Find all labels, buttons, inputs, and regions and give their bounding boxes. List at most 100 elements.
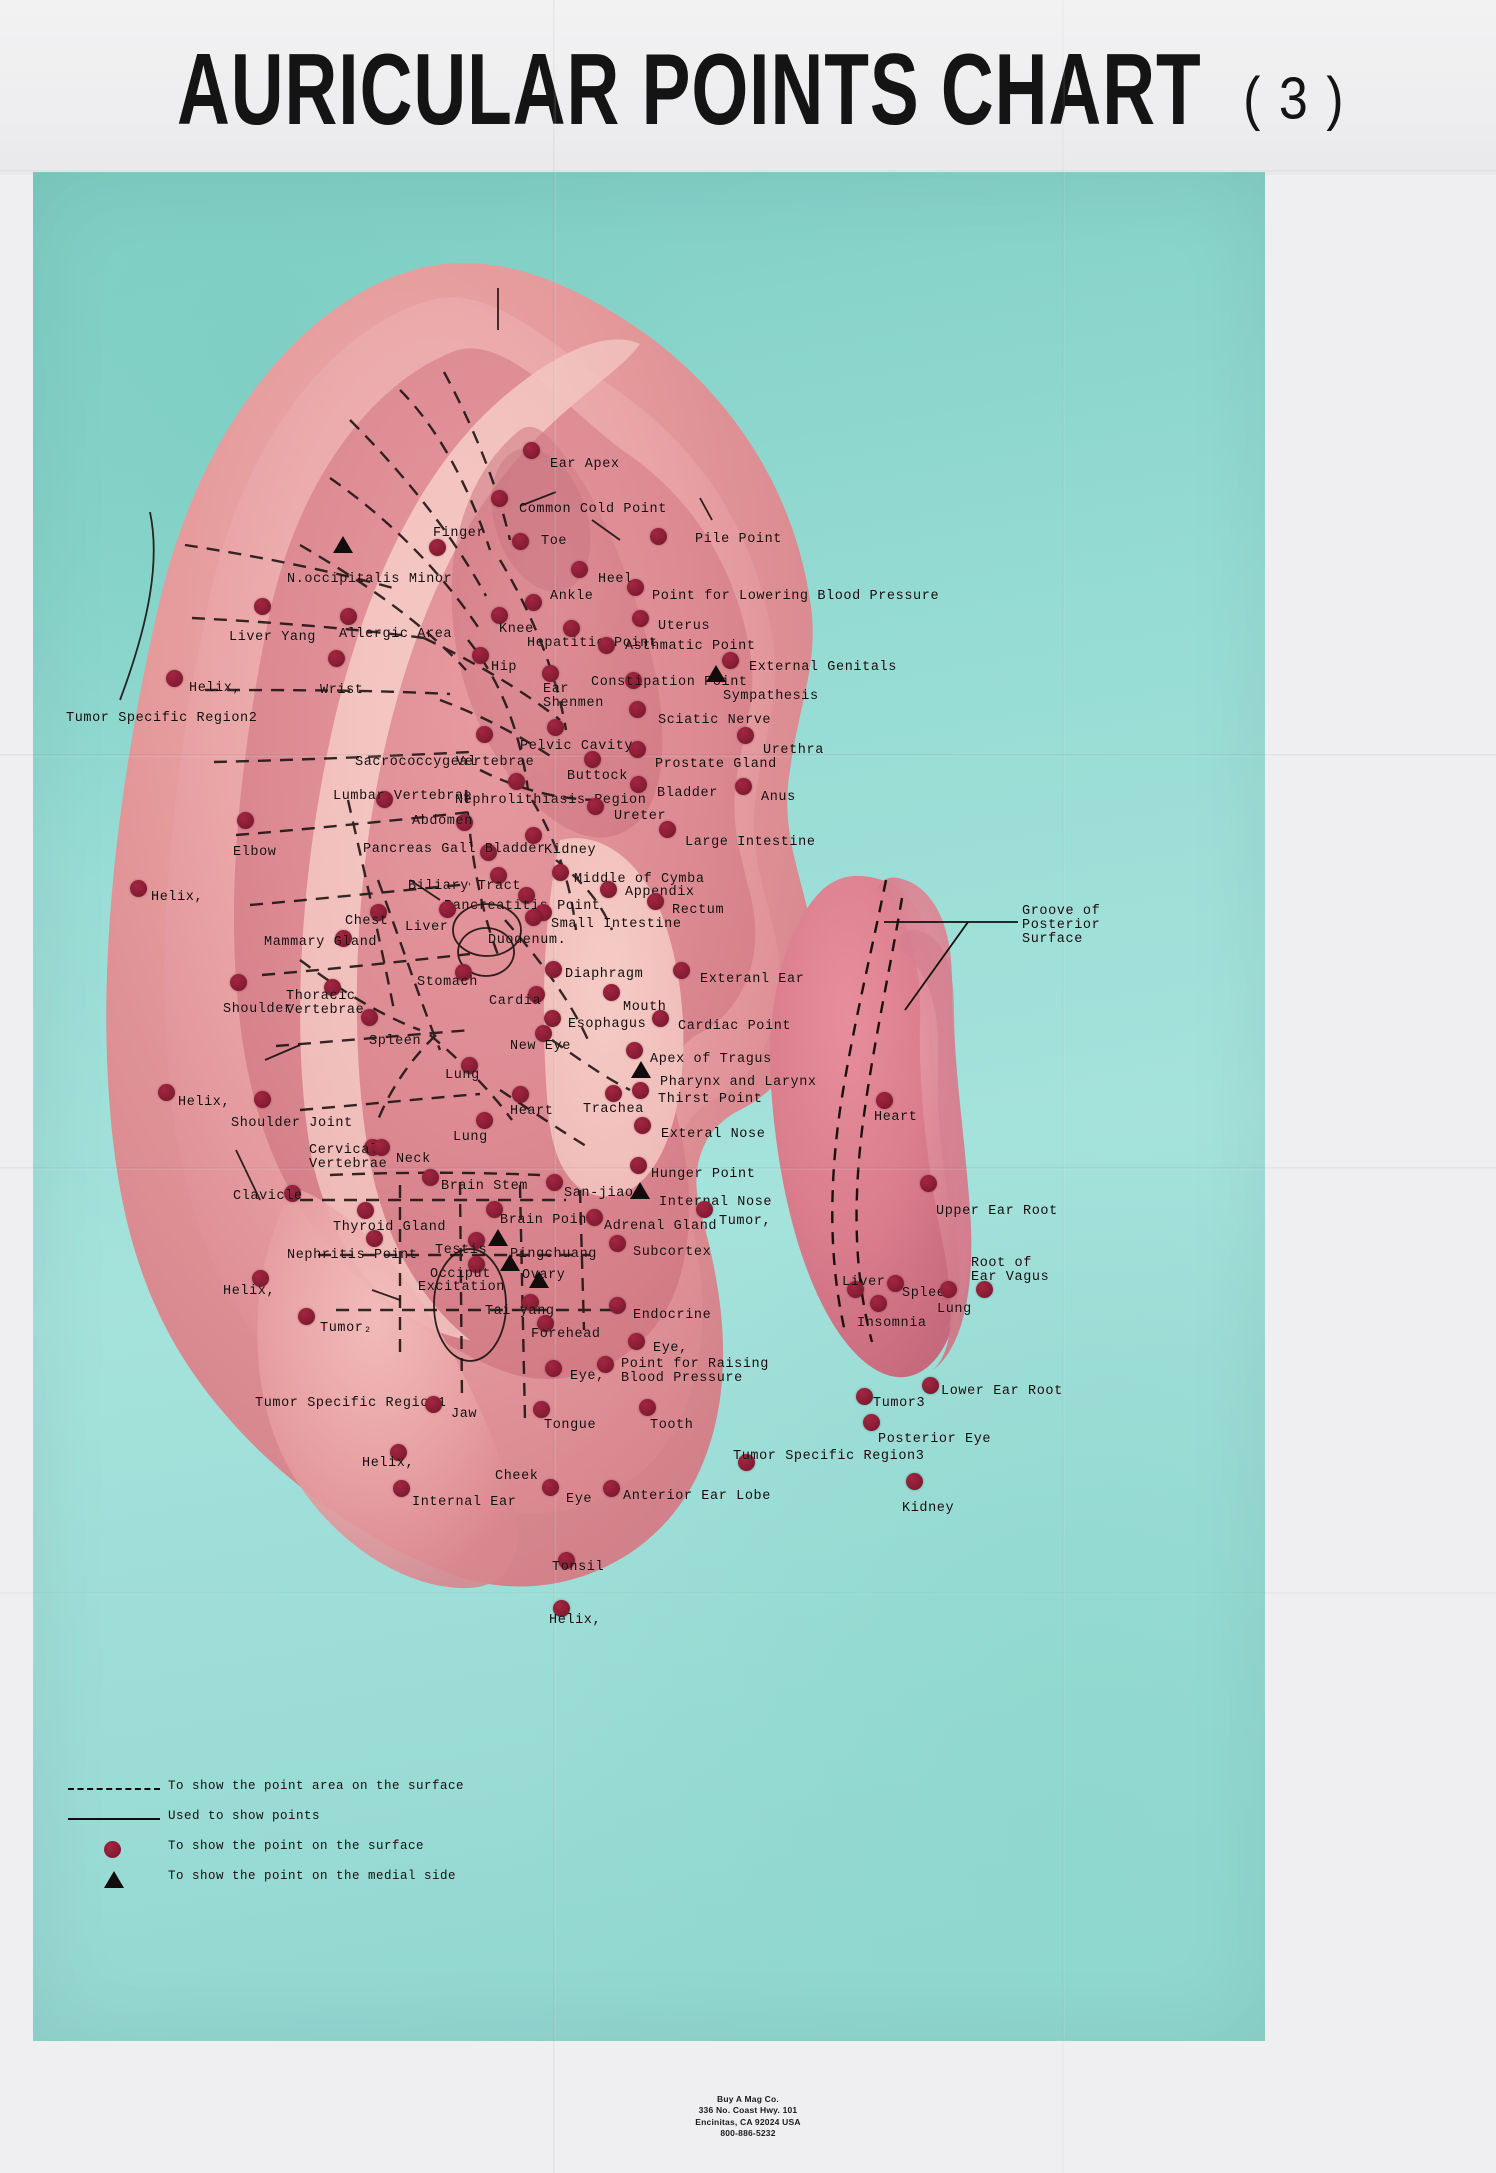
anterior-point-label: Helix, bbox=[362, 1456, 415, 1471]
anterior-point-label: Pancreatitis Point bbox=[444, 899, 601, 914]
anterior-point-label: Eye, bbox=[653, 1341, 688, 1356]
anterior-medial-point-marker bbox=[529, 1271, 549, 1288]
anterior-point-marker bbox=[425, 1396, 442, 1413]
anterior-point-marker bbox=[673, 962, 690, 979]
anterior-point-marker bbox=[422, 1169, 439, 1186]
anterior-point-marker bbox=[455, 964, 472, 981]
anterior-point-marker bbox=[632, 1082, 649, 1099]
fold-line-vertical-1 bbox=[553, 0, 556, 2173]
anterior-point-marker bbox=[609, 1235, 626, 1252]
anterior-point-label: Toe bbox=[541, 534, 568, 549]
anterior-point-marker bbox=[508, 773, 525, 790]
posterior-point-marker bbox=[906, 1473, 923, 1490]
anterior-point-label: Forehead bbox=[531, 1327, 601, 1342]
posterior-point-marker bbox=[876, 1092, 893, 1109]
anterior-point-marker bbox=[366, 1230, 383, 1247]
anterior-point-label: Tumor Specific Region2 bbox=[66, 711, 258, 726]
anterior-point-label: Nephritis Point bbox=[287, 1248, 418, 1263]
posterior-point-label: Insomnia bbox=[857, 1316, 927, 1331]
anterior-point-marker bbox=[522, 1294, 539, 1311]
anterior-point-marker bbox=[328, 650, 345, 667]
anterior-point-marker bbox=[547, 719, 564, 736]
fold-line-horizontal-3 bbox=[0, 1167, 1496, 1170]
anterior-point-marker bbox=[439, 901, 456, 918]
anterior-point-label: Liver bbox=[405, 920, 449, 935]
anterior-point-marker bbox=[630, 776, 647, 793]
anterior-point-label: Rectum bbox=[672, 903, 725, 918]
anterior-point-label: Tonsil bbox=[552, 1560, 605, 1575]
legend-label-dashed: To show the point area on the surface bbox=[168, 1779, 465, 1793]
posterior-point-marker bbox=[920, 1175, 937, 1192]
anterior-point-label: Urethra bbox=[763, 743, 824, 758]
anterior-point-label: Tooth bbox=[650, 1418, 694, 1433]
legend-label-triangle: To show the point on the medial side bbox=[168, 1869, 457, 1883]
anterior-point-label: Anus bbox=[761, 790, 796, 805]
anterior-point-marker bbox=[237, 812, 254, 829]
anterior-point-label: N.occipitalis Minor bbox=[287, 572, 453, 587]
anterior-point-label: Sciatic Nerve bbox=[658, 713, 772, 728]
anterior-point-label: Nephrolithiasis Region bbox=[455, 793, 647, 808]
anterior-point-marker bbox=[468, 1256, 485, 1273]
anterior-point-marker bbox=[625, 672, 642, 689]
anterior-point-label: Ear Apex bbox=[550, 457, 620, 472]
anterior-point-marker bbox=[390, 1444, 407, 1461]
anterior-point-label: Pancreas Gall Bladder bbox=[363, 842, 546, 857]
anterior-point-marker bbox=[340, 608, 357, 625]
anterior-point-label: Ureter bbox=[614, 809, 667, 824]
anterior-point-marker bbox=[357, 1202, 374, 1219]
anterior-point-label: Uterus bbox=[658, 619, 711, 634]
anterior-point-label: Esophagus bbox=[568, 1017, 647, 1032]
anterior-point-marker bbox=[650, 528, 667, 545]
posterior-point-marker bbox=[922, 1377, 939, 1394]
anterior-point-label: Allergic Area bbox=[339, 627, 453, 642]
anterior-point-label: Abdomen bbox=[412, 814, 473, 829]
anterior-point-marker bbox=[598, 637, 615, 654]
paper-margin-top bbox=[0, 0, 1496, 175]
solid-line-icon bbox=[68, 1818, 160, 1820]
triangle-icon bbox=[104, 1871, 124, 1888]
anterior-point-label: Pharynx and Larynx bbox=[660, 1075, 817, 1090]
anterior-point-label: Heel bbox=[598, 572, 633, 587]
anterior-point-label: Liver Yang bbox=[229, 630, 317, 645]
anterior-point-label: Pingchuang bbox=[510, 1247, 598, 1262]
anterior-point-marker bbox=[552, 864, 569, 881]
anterior-point-label: Buttock bbox=[567, 769, 628, 784]
anterior-point-marker bbox=[626, 1042, 643, 1059]
anterior-point-label: Spleen bbox=[369, 1034, 422, 1049]
anterior-point-marker bbox=[628, 1333, 645, 1350]
anterior-point-label: Kidney bbox=[544, 843, 597, 858]
anterior-point-label: Point for Lowering Blood Pressure bbox=[652, 589, 940, 604]
anterior-point-label: Small Intestine bbox=[551, 917, 682, 932]
posterior-point-label: Kidney bbox=[902, 1501, 955, 1516]
anterior-point-label: Wrist bbox=[320, 683, 364, 698]
anterior-point-marker bbox=[525, 594, 542, 611]
anterior-point-label: Pelvic Cavity bbox=[520, 739, 634, 754]
anterior-point-marker bbox=[542, 665, 559, 682]
anterior-point-label: Neck bbox=[396, 1152, 431, 1167]
anterior-point-label: Diaphragm bbox=[565, 967, 644, 982]
anterior-point-marker bbox=[563, 620, 580, 637]
publisher-credit: Buy A Mag Co. 336 No. Coast Hwy. 101 Enc… bbox=[0, 2094, 1496, 2140]
anterior-point-label: Finger bbox=[433, 526, 486, 541]
anterior-point-label: Testis bbox=[435, 1243, 488, 1258]
anterior-point-label: Eye, bbox=[570, 1369, 605, 1384]
anterior-point-marker bbox=[597, 1356, 614, 1373]
anterior-point-marker bbox=[647, 893, 664, 910]
credit-line-3: Encinitas, CA 92024 USA bbox=[695, 2116, 801, 2127]
anterior-point-marker bbox=[472, 647, 489, 664]
credit-line-1: Buy A Mag Co. bbox=[717, 2094, 779, 2104]
posterior-point-label: Lung bbox=[937, 1302, 972, 1317]
anterior-point-label: Helix, bbox=[189, 681, 242, 696]
anterior-point-label: Sympathesis bbox=[723, 689, 819, 704]
anterior-point-label: Cardiac Point bbox=[678, 1019, 792, 1034]
anterior-point-marker bbox=[722, 652, 739, 669]
anterior-point-label: Trachea bbox=[583, 1102, 644, 1117]
anterior-point-marker bbox=[393, 1480, 410, 1497]
anterior-point-label: Eye bbox=[566, 1492, 593, 1507]
anterior-point-marker bbox=[298, 1308, 315, 1325]
anterior-point-marker bbox=[491, 490, 508, 507]
anterior-point-marker bbox=[512, 533, 529, 550]
posterior-point-marker bbox=[887, 1275, 904, 1292]
